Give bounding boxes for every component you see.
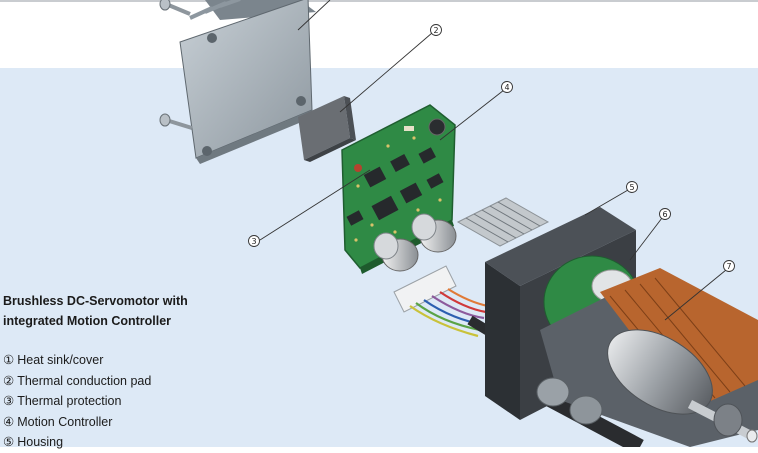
thermal-protection-sensor bbox=[354, 164, 362, 172]
caption-line-2: integrated Motion Controller bbox=[3, 314, 172, 328]
legend-number: ⑤ bbox=[3, 435, 15, 449]
capacitor-left bbox=[373, 232, 419, 272]
motor-housing bbox=[485, 207, 758, 447]
legend-label: Motion Controller bbox=[17, 414, 113, 429]
svg-text:6: 6 bbox=[662, 210, 667, 219]
heat-sink-cover bbox=[159, 0, 316, 164]
ribbon-connector-pins bbox=[456, 197, 550, 247]
callout-3: 3 bbox=[248, 235, 260, 247]
screw-top bbox=[159, 0, 191, 16]
svg-text:3: 3 bbox=[251, 237, 256, 246]
legend-number: ③ bbox=[3, 394, 15, 408]
top-border-line bbox=[0, 0, 758, 2]
svg-text:4: 4 bbox=[504, 83, 509, 92]
legend-label: Housing bbox=[17, 435, 64, 449]
callout-7: 7 bbox=[723, 260, 735, 272]
capacitor-right bbox=[411, 213, 457, 253]
cable-gland bbox=[536, 377, 603, 425]
callout-4: 4 bbox=[501, 81, 513, 93]
caption-line-1: Brushless DC-Servomotor with bbox=[3, 294, 188, 308]
top-background bbox=[0, 0, 758, 68]
screw-bottom bbox=[159, 113, 193, 130]
svg-text:7: 7 bbox=[726, 262, 731, 271]
callout-6: 6 bbox=[659, 208, 671, 220]
svg-text:5: 5 bbox=[629, 183, 634, 192]
legend-number: ④ bbox=[3, 414, 15, 429]
legend-number: ② bbox=[3, 373, 15, 388]
thermal-conduction-pad bbox=[298, 96, 356, 162]
legend-label: Thermal conduction pad bbox=[17, 373, 152, 388]
legend-label: Thermal protection bbox=[17, 394, 122, 408]
callout-leaders bbox=[259, 0, 727, 321]
callout-5: 5 bbox=[626, 181, 638, 193]
diagram-caption: Brushless DC-Servomotor with integrated … bbox=[3, 291, 223, 331]
legend-number: ① bbox=[3, 353, 15, 367]
callout-2: 2 bbox=[430, 24, 442, 36]
motion-controller-pcb bbox=[341, 104, 457, 274]
legend-label: Heat sink/cover bbox=[17, 353, 104, 367]
svg-text:2: 2 bbox=[433, 26, 438, 35]
